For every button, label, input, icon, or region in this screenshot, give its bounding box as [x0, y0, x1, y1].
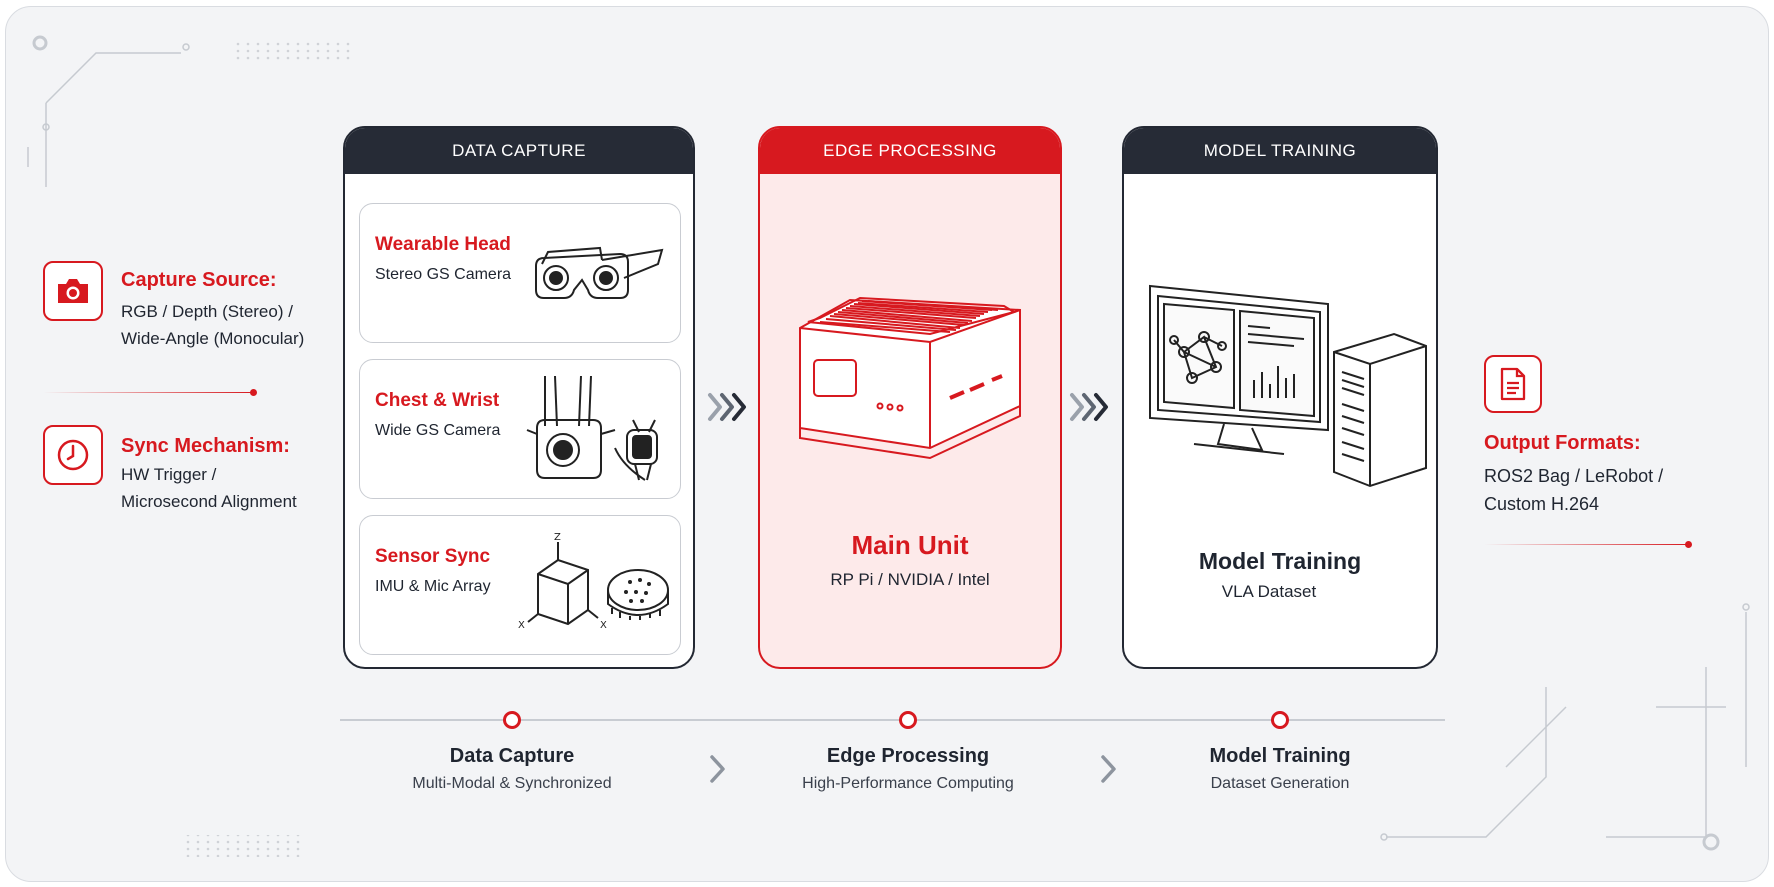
edge-processing-panel: EDGE PROCESSING Main Unit RP Pi / NVIDIA… [758, 126, 1062, 669]
output-formats-line-1: ROS2 Bag / LeRobot / [1484, 466, 1664, 486]
wearable-head-card: Wearable Head Stereo GS Camera [359, 203, 681, 343]
capture-source-badge [43, 261, 103, 321]
chest-wrist-title: Chest & Wrist [375, 390, 500, 411]
timeline-chevron-icon [710, 755, 725, 783]
edge-processing-header: EDGE PROCESSING [760, 128, 1060, 174]
imu-mic-array-icon: Z X X [518, 532, 669, 631]
stereo-camera-glasses-icon [535, 246, 664, 299]
workstation-icon [1149, 284, 1427, 488]
timeline-label-edge: Edge Processing [826, 745, 990, 767]
timeline-chevron-icon-2 [1101, 755, 1116, 783]
wearable-head-subtitle: Stereo GS Camera [375, 266, 512, 283]
timeline-line [340, 719, 1445, 721]
flow-chevrons-icon [708, 393, 746, 421]
sync-mechanism-line-1: HW Trigger / [121, 465, 217, 484]
edge-computer-icon [799, 296, 1021, 460]
main-unit-subtitle: RP Pi / NVIDIA / Intel [830, 570, 990, 589]
timeline-sub-capture: Multi-Modal & Synchronized [412, 775, 612, 792]
capture-source-line-1: RGB / Depth (Stereo) / [121, 302, 293, 321]
timeline-label-capture: Data Capture [449, 745, 575, 767]
divider-line [43, 392, 253, 393]
output-formats-text: ROS2 Bag / LeRobot / Custom H.264 [1484, 462, 1663, 518]
output-divider-line [1484, 544, 1688, 545]
sensor-sync-subtitle: IMU & Mic Array [375, 578, 491, 595]
flow-chevrons-icon-2 [1070, 393, 1108, 421]
model-training-subtitle: VLA Dataset [1221, 582, 1317, 601]
chest-wrist-card: Chest & Wrist Wide GS Camera [359, 359, 681, 499]
sync-mechanism-title: Sync Mechanism: [121, 435, 290, 457]
data-capture-panel: DATA CAPTURE Wearable Head Stereo GS Cam… [343, 126, 695, 669]
clock-icon [57, 439, 89, 471]
capture-source-title: Capture Source: [121, 269, 277, 291]
sensor-sync-card: Sensor Sync IMU & Mic Array [359, 515, 681, 655]
sync-mechanism-text: HW Trigger / Microsecond Alignment [121, 461, 297, 515]
sensor-sync-title: Sensor Sync [375, 546, 491, 567]
output-formats-badge [1484, 355, 1542, 413]
model-training-title: Model Training [1198, 548, 1362, 574]
data-capture-header: DATA CAPTURE [345, 128, 693, 174]
output-formats-line-2: Custom H.264 [1484, 494, 1600, 514]
capture-source-line-2: Wide-Angle (Monocular) [121, 329, 305, 348]
sync-mechanism-line-2: Microsecond Alignment [121, 492, 297, 511]
wearable-head-title: Wearable Head [375, 234, 511, 255]
output-divider-dot [1685, 541, 1692, 548]
document-icon [1500, 367, 1526, 401]
imu-x2-axis-label: X [600, 620, 607, 631]
capture-source-text: RGB / Depth (Stereo) / Wide-Angle (Monoc… [121, 298, 304, 352]
camera-icon [58, 279, 88, 303]
model-training-header: MODEL TRAINING [1124, 128, 1436, 174]
circuit-decoration [27, 35, 1750, 857]
output-formats-title: Output Formats: [1484, 432, 1641, 454]
timeline-label-training: Model Training [1209, 745, 1351, 767]
imu-x-axis-label: X [518, 620, 525, 631]
timeline-sub-edge: High-Performance Computing [802, 775, 1014, 792]
diagram-frame: Capture Source: RGB / Depth (Stereo) / W… [5, 6, 1769, 882]
timeline-dot-training [1271, 711, 1289, 729]
timeline-sub-training: Dataset Generation [1210, 775, 1350, 792]
timeline-dot-edge [899, 711, 917, 729]
chest-wrist-subtitle: Wide GS Camera [375, 422, 501, 439]
divider-dot [250, 389, 257, 396]
sync-mechanism-badge [43, 425, 103, 485]
model-training-panel: MODEL TRAINING Model Training VLA [1122, 126, 1438, 669]
chest-wrist-camera-icon [526, 375, 658, 481]
timeline-dot-capture [503, 711, 521, 729]
main-unit-title: Main Unit [851, 530, 969, 560]
imu-z-axis-label: Z [554, 532, 561, 543]
